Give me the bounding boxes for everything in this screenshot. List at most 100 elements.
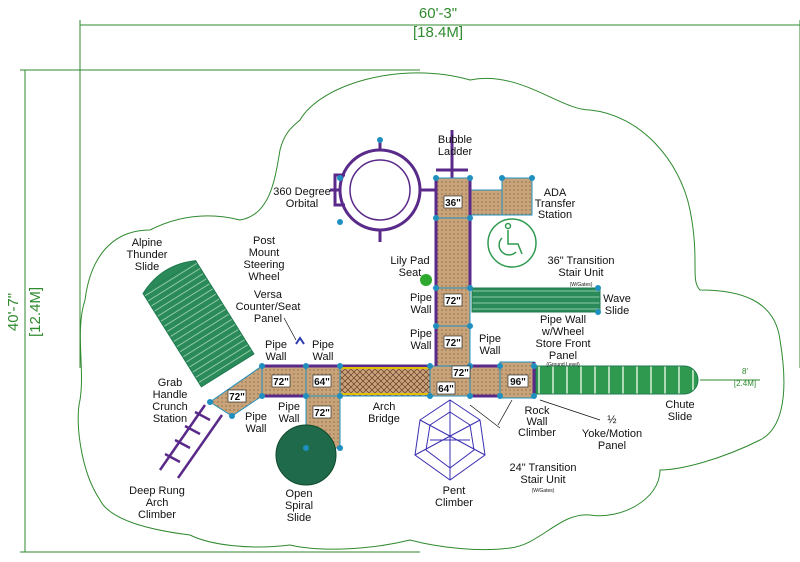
deck-height-72-left: 72" (273, 377, 289, 388)
depth-ft-label: 40'-7" (5, 293, 22, 331)
pipe-wall-wheel-label: Pipe Wall w/Wheel (540, 314, 586, 338)
ada-symbol-icon (487, 218, 537, 268)
svg-text:Spiral: Spiral (285, 500, 313, 512)
yoke-motion-label: ½ Yoke/Motion Panel (582, 414, 642, 452)
pipe-wall-bottom-a-label: Pipe Wall (245, 411, 267, 435)
deck-height-64-center: 64" (438, 384, 454, 395)
lily-pad-seat (420, 274, 432, 286)
svg-text:Pipe: Pipe (479, 333, 501, 345)
svg-text:Arch: Arch (373, 401, 396, 413)
rock-wall-label: Rock Wall Climber (518, 405, 556, 439)
svg-text:Pipe Wall: Pipe Wall (540, 314, 586, 326)
svg-text:½: ½ (607, 414, 616, 426)
svg-text:Slide: Slide (605, 305, 629, 317)
arch-bridge-label: Arch Bridge (368, 401, 400, 425)
svg-text:Wall: Wall (313, 351, 334, 363)
svg-text:36" Transition: 36" Transition (548, 255, 615, 267)
svg-text:Counter/Seat: Counter/Seat (236, 301, 301, 313)
ada-transfer-label: ADA Transfer Station (535, 187, 576, 221)
arch-bridge-deck (339, 365, 431, 397)
ada-transfer-steps (469, 189, 503, 216)
yellow-accents (340, 367, 430, 395)
svg-text:Orbital: Orbital (286, 198, 318, 210)
deck-stair-36 (435, 217, 471, 289)
svg-text:Bridge: Bridge (368, 413, 400, 425)
svg-text:Alpine: Alpine (132, 237, 163, 249)
open-spiral-label: Open Spiral Slide (285, 488, 313, 524)
post-mount-label: Post Mount Steering Wheel (244, 235, 285, 283)
svg-text:Pipe: Pipe (312, 339, 334, 351)
depth-m-label: [12.4M] (27, 287, 44, 337)
store-front-label: Store Front Panel (Ground Level) (535, 338, 590, 368)
bubble-ladder (436, 130, 468, 178)
orbital-label: 360 Degree Orbital (273, 186, 331, 210)
svg-text:Panel: Panel (598, 440, 626, 452)
svg-text:(W/Gates): (W/Gates) (532, 488, 555, 494)
deck-72-right (469, 365, 501, 397)
svg-text:Climber: Climber (138, 509, 176, 521)
transition-36-label: 36" Transition Stair Unit (W/Gates) (548, 255, 615, 288)
chute-slide (535, 365, 699, 395)
pent-climber (414, 399, 486, 481)
svg-text:Steering: Steering (244, 259, 285, 271)
svg-text:Pipe: Pipe (278, 401, 300, 413)
lily-pad-label: Lily Pad Seat (390, 255, 429, 279)
ada-transfer-station (501, 177, 533, 216)
deck-height-96: 96" (510, 377, 526, 388)
pipe-wall-center-mid-label: Pipe Wall (410, 328, 432, 352)
pipe-wall-right-label: Pipe Wall (479, 333, 501, 357)
svg-text:Pent: Pent (443, 485, 466, 497)
pipe-wall-center-top-label: Pipe Wall (410, 292, 432, 316)
svg-text:Wall: Wall (411, 304, 432, 316)
svg-text:ADA: ADA (544, 187, 567, 199)
svg-text:Stair Unit: Stair Unit (520, 474, 565, 486)
slide-ft-label: 8' (742, 367, 748, 376)
transition-24-label: 24" Transition Stair Unit (W/Gates) (510, 462, 577, 494)
versa-counter-label: Versa Counter/Seat Panel (236, 289, 301, 325)
svg-text:Stair Unit: Stair Unit (558, 267, 603, 279)
svg-text:Climber: Climber (518, 427, 556, 439)
pipe-wall-left-b-label: Pipe Wall (312, 339, 334, 363)
svg-text:Wall: Wall (480, 345, 501, 357)
svg-text:Deep Rung: Deep Rung (129, 485, 185, 497)
deck-height-72-mid: 72" (445, 338, 461, 349)
svg-text:(W/Gates): (W/Gates) (570, 282, 593, 288)
svg-text:Pipe: Pipe (265, 339, 287, 351)
svg-text:Handle: Handle (153, 389, 188, 401)
svg-text:Chute: Chute (665, 399, 694, 411)
deck-height-72-right: 72" (453, 368, 469, 379)
deck-height-72-upper: 72" (445, 296, 461, 307)
pent-climber-label: Pent Climber (435, 485, 473, 509)
deck-height-64-left: 64" (314, 377, 330, 388)
deck-height-72-grab: 72" (229, 392, 245, 403)
orbital-posts (337, 137, 383, 225)
svg-text:Ladder: Ladder (438, 146, 473, 158)
svg-text:Panel: Panel (549, 350, 577, 362)
svg-text:Yoke/Motion: Yoke/Motion (582, 428, 642, 440)
svg-text:Station: Station (153, 413, 187, 425)
svg-text:Wheel: Wheel (248, 271, 279, 283)
pipe-wall-bottom-b-label: Pipe Wall (278, 401, 300, 425)
svg-text:Slide: Slide (287, 512, 311, 524)
svg-text:24" Transition: 24" Transition (510, 462, 577, 474)
grab-handle-label: Grab Handle Crunch Station (152, 377, 187, 425)
svg-text:Seat: Seat (399, 267, 422, 279)
svg-text:Wall: Wall (246, 423, 267, 435)
alpine-thunder-slide (142, 259, 255, 388)
svg-text:Grab: Grab (158, 377, 182, 389)
chute-slide-label: Chute Slide (665, 399, 694, 423)
svg-text:Versa: Versa (254, 289, 283, 301)
leader-lines (283, 317, 601, 429)
svg-text:Station: Station (538, 209, 572, 221)
pipe-wall-left-a-label: Pipe Wall (265, 339, 287, 363)
use-zone-boundary (77, 72, 785, 551)
orbital-360 (330, 140, 438, 242)
svg-text:Slide: Slide (135, 261, 159, 273)
svg-text:Arch: Arch (146, 497, 169, 509)
svg-text:Post: Post (253, 235, 275, 247)
svg-text:w/Wheel: w/Wheel (541, 326, 584, 338)
deck-height-36: 36" (445, 198, 461, 209)
svg-text:Wall: Wall (411, 340, 432, 352)
